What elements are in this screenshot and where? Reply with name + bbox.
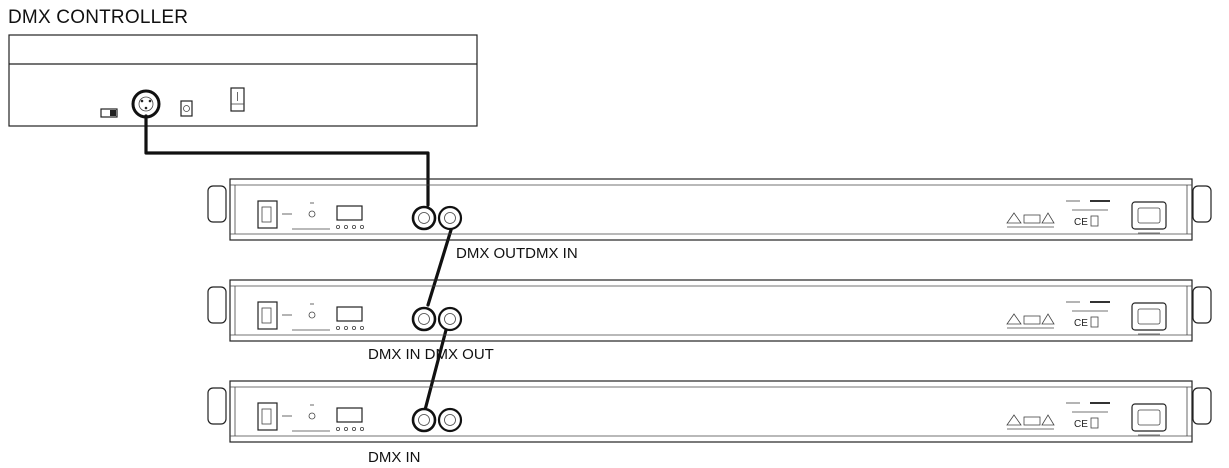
cable-controller-to-fixture-1 bbox=[144, 114, 430, 207]
controller-power-jack-icon bbox=[180, 100, 193, 117]
controller-switch-icon bbox=[100, 108, 118, 118]
fixture-3 bbox=[206, 379, 1213, 444]
fixture-2-port-label: DMX IN DMX OUT bbox=[368, 346, 494, 363]
dmx-controller-unit bbox=[8, 34, 478, 127]
controller-title: DMX CONTROLLER bbox=[8, 7, 189, 28]
controller-dmx-out-socket-icon bbox=[131, 89, 161, 119]
fixture-1-port-label: DMX OUTDMX IN bbox=[456, 245, 578, 262]
fixture-2 bbox=[206, 278, 1213, 343]
controller-body bbox=[8, 34, 478, 127]
cable-fixture-2-to-fixture-3 bbox=[423, 328, 448, 412]
fixture-1 bbox=[206, 177, 1213, 242]
fixture-3-port-label: DMX IN bbox=[368, 449, 421, 466]
cable-fixture-1-to-fixture-2 bbox=[426, 228, 453, 307]
controller-power-switch-icon bbox=[230, 87, 245, 112]
